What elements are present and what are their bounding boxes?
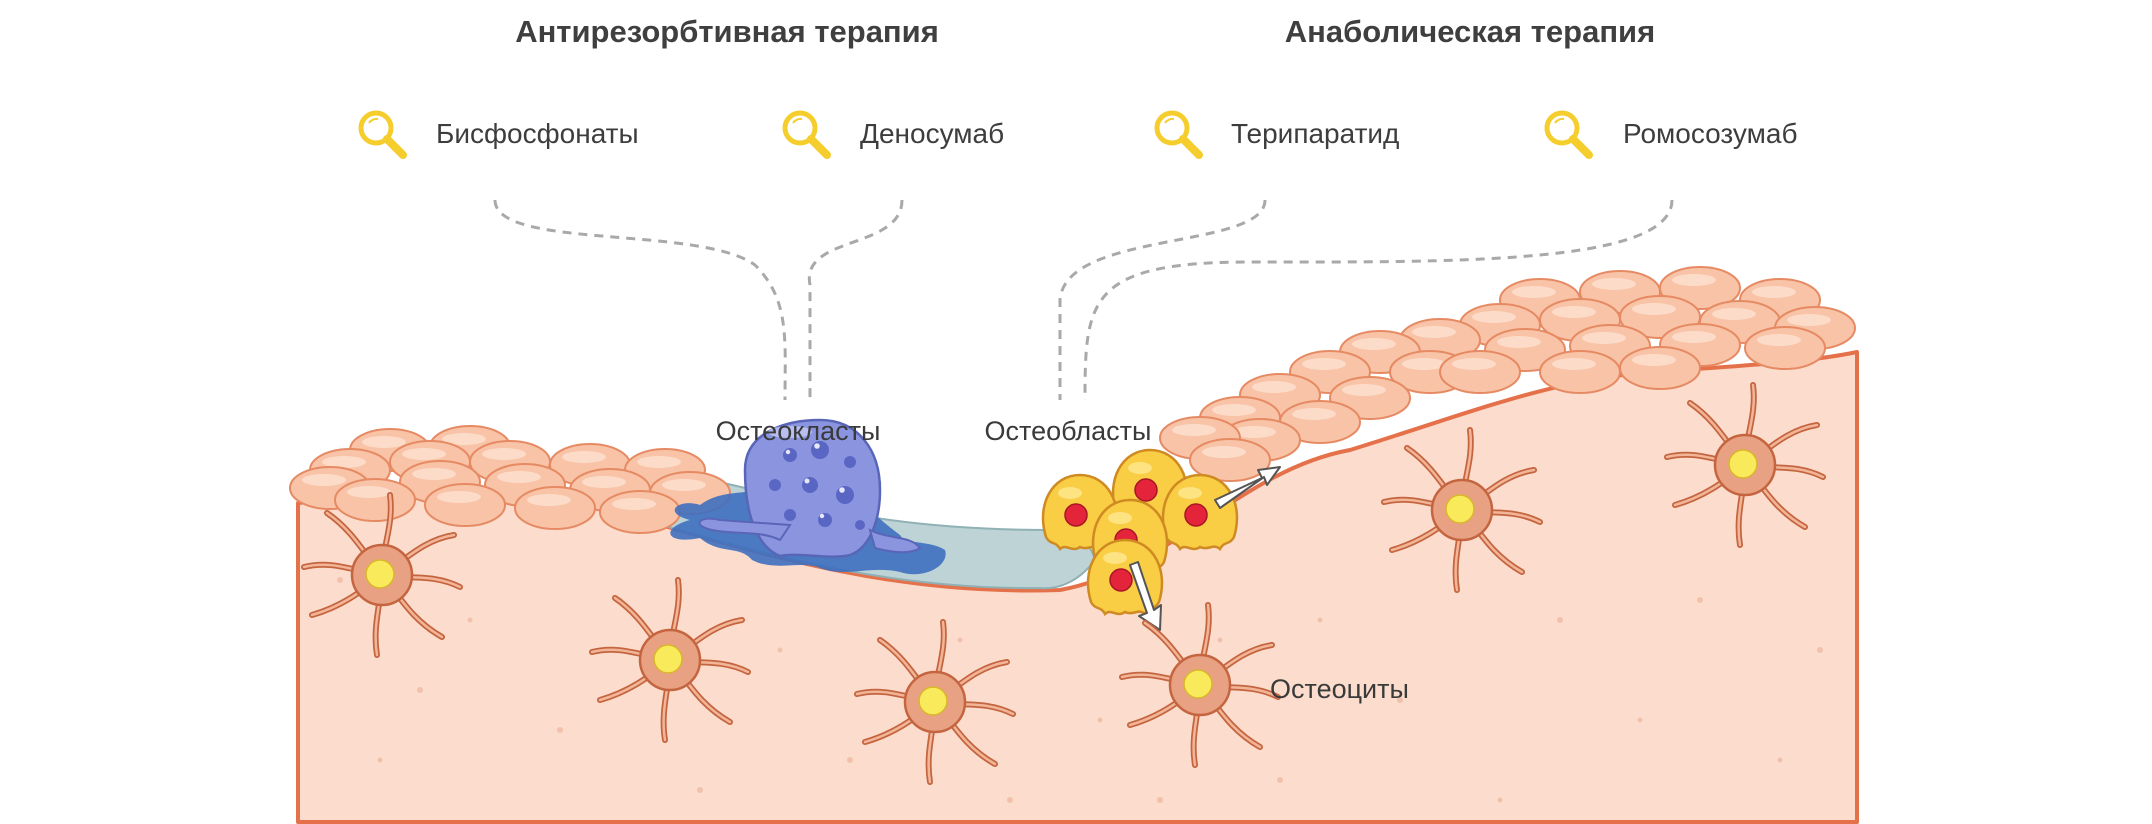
heading-anabolic: Анаболическая терапия xyxy=(1285,14,1655,49)
magnifier-icon[interactable] xyxy=(785,113,827,155)
drug-label-bisphosphonates: Бисфосфонаты xyxy=(436,118,639,149)
magnifier-icon[interactable] xyxy=(361,113,403,155)
label-osteocytes: Остеоциты xyxy=(1270,674,1409,704)
drug-label-denosumab: Деносумаб xyxy=(860,118,1004,149)
arrow-icon xyxy=(1129,561,1162,631)
label-osteoblasts: Остеобласты xyxy=(985,416,1152,446)
label-osteoclasts: Остеокласты xyxy=(716,416,881,446)
drug-label-teriparatide: Терипаратид xyxy=(1231,118,1399,149)
arrow-icon xyxy=(1214,466,1281,509)
heading-antiresorptive: Антирезорбтивная терапия xyxy=(515,14,939,49)
connector-bisphosphonates xyxy=(493,199,787,401)
magnifier-icon[interactable] xyxy=(1157,113,1199,155)
magnifier-icon[interactable] xyxy=(1547,113,1589,155)
connector-romosozumab xyxy=(1083,199,1674,401)
connector-denosumab xyxy=(807,199,904,400)
connector-teriparatide xyxy=(1058,199,1267,400)
drug-label-romosozumab: Ромосозумаб xyxy=(1623,118,1797,149)
osteoclast xyxy=(670,418,946,575)
